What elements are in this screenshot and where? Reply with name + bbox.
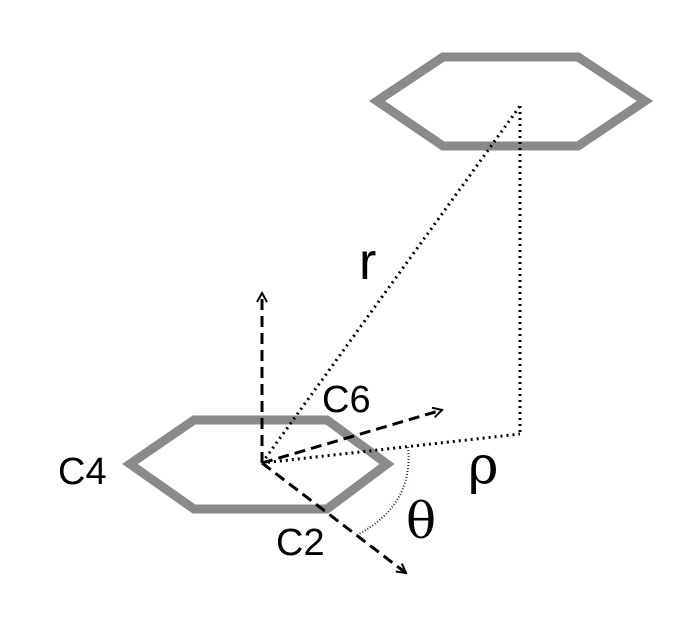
r-distance-line [260,105,522,464]
c6-label: C6 [322,379,371,421]
c6-axis-arrow [261,410,442,465]
upper-ring [368,52,654,151]
r-label: r [359,233,377,291]
rho-label: ρ [468,436,499,496]
c4-label: C4 [58,451,107,493]
c2-label: C2 [276,522,325,564]
c2-axis-arrow [261,461,406,573]
lower-ring [122,415,395,514]
rho-projection-line [261,432,521,465]
theta-label: θ [406,492,437,550]
